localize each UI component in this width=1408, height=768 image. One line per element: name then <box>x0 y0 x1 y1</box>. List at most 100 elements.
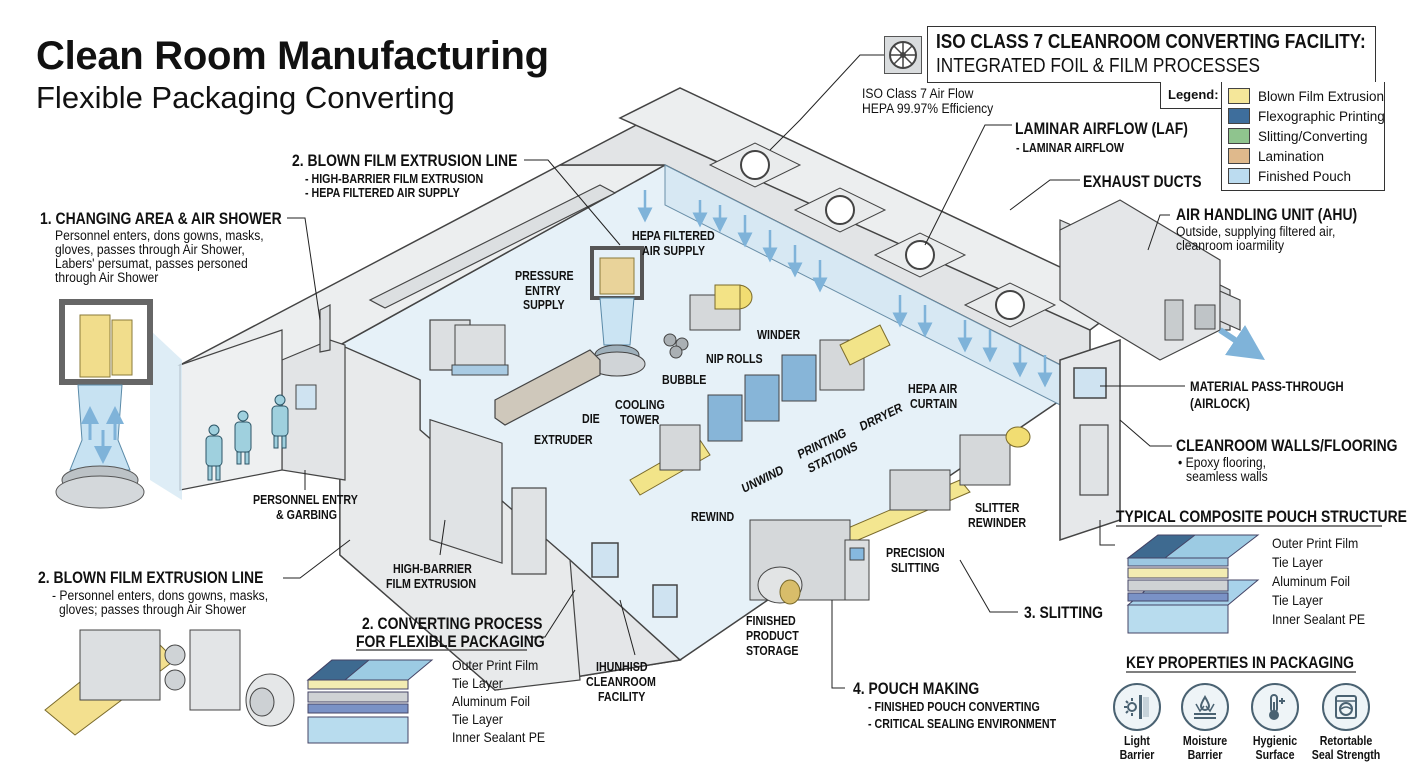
legend-item-label: Finished Pouch <box>1258 168 1352 184</box>
airflow-note-line1: ISO Class 7 Air Flow <box>862 86 974 101</box>
layer-label: Aluminum Foil <box>1272 573 1351 589</box>
airflow-note-line2: HEPA 99.97% Efficiency <box>862 101 994 116</box>
wall-door <box>511 487 547 575</box>
blown-film-bottom-title: 2. BLOWN FILM EXTRUSION LINE <box>38 568 264 587</box>
end-wall-door <box>1079 424 1109 496</box>
pass-through-window <box>1073 367 1107 399</box>
leader-lines <box>283 54 1185 689</box>
air-supply-band <box>451 364 509 376</box>
changing-line1: Personnel enters, dons gowns, masks, <box>55 228 264 243</box>
fan-icon <box>884 36 922 74</box>
blown-film-bottom-line1: - Personnel enters, dons gowns, masks, <box>52 588 269 603</box>
converting-line2: FOR FLEXIBLE PACKAGING <box>356 632 545 651</box>
property-label-line2: Barrier <box>1119 748 1155 762</box>
label-rewind: REWIND <box>691 509 735 524</box>
pass-through-line2: (AIRLOCK) <box>1190 395 1250 411</box>
key-properties-title: KEY PROPERTIES IN PACKAGING <box>1126 653 1354 672</box>
walls-line2: seamless walls <box>1186 469 1268 484</box>
layer-label: Tie Layer <box>1272 592 1323 608</box>
blown-film-top-line2: - HEPA FILTERED AIR SUPPLY <box>305 185 460 200</box>
layer-label: Inner Sealant PE <box>452 729 546 745</box>
blown-film-bottom-line2: gloves; passes through Air Shower <box>59 602 247 617</box>
ahu-title: AIR HANDLING UNIT (AHU) <box>1176 205 1358 224</box>
legend-swatch-tan <box>1228 148 1250 164</box>
layer-label: Outer Print Film <box>452 657 539 673</box>
legend-item-label: Lamination <box>1258 148 1325 164</box>
laf-sub: - LAMINAR AIRFLOW <box>1016 140 1124 155</box>
pouch-structure-layers: Outer Print Film Tie Layer Aluminum Foil… <box>1272 534 1365 629</box>
property-label-line2: Seal Strength <box>1311 748 1381 762</box>
label-personnel-2: & GARBING <box>276 507 338 522</box>
label-pressure-2: ENTRY <box>525 283 561 298</box>
legend-item: Blown Film Extrusion <box>1228 87 1384 105</box>
retort-machine-icon <box>1322 683 1370 731</box>
label-die: DIE <box>582 411 600 426</box>
property-label-line1: Retortable <box>1319 734 1373 748</box>
label-finished-facility-3: FACILITY <box>598 689 646 704</box>
converting-stack <box>306 659 434 744</box>
facility-subtitle: INTEGRATED FOIL & FILM PROCESSES <box>936 55 1260 77</box>
property-moisture-barrier: Moisture Barrier <box>1170 683 1240 762</box>
personnel-figures <box>205 394 289 481</box>
pouch-making-title: 4. POUCH MAKING <box>853 679 980 698</box>
label-storage-3: STORAGE <box>746 643 799 658</box>
label-hepa-supply-2: AIR SUPPLY <box>642 243 705 258</box>
layer-label: Tie Layer <box>452 675 503 691</box>
legend-item: Flexographic Printing <box>1228 107 1385 125</box>
label-personnel: PERSONNEL ENTRY <box>253 492 358 507</box>
property-label-line1: Hygienic <box>1252 734 1298 748</box>
downflow-arrows <box>637 190 1053 388</box>
legend-swatch-blue <box>1228 108 1250 124</box>
pouch-making-line2: - CRITICAL SEALING ENVIRONMENT <box>868 716 1057 731</box>
changing-area-title: 1. CHANGING AREA & AIR SHOWER <box>40 209 282 228</box>
converting-line1: 2. CONVERTING PROCESS <box>362 614 543 633</box>
legend-item: Finished Pouch <box>1228 167 1351 185</box>
label-high-barrier-2: FILM EXTRUSION <box>386 576 477 591</box>
legend-item-label: Blown Film Extrusion <box>1258 88 1385 104</box>
facility-title: ISO CLASS 7 CLEANROOM CONVERTING FACILIT… <box>936 31 1366 53</box>
sun-barrier-icon <box>1113 683 1161 731</box>
changing-line3: Labers' persumat, passes personed <box>55 256 248 271</box>
fan-filter-units <box>708 142 1057 328</box>
property-label-line1: Moisture <box>1182 734 1228 748</box>
page-title: Clean Room Manufacturing <box>36 34 549 78</box>
laf-title: LAMINAR AIRFLOW (LAF) <box>1015 119 1188 138</box>
ante-room-window <box>295 384 317 410</box>
layer-label: Inner Sealant PE <box>1272 611 1366 627</box>
ahu-line1: Outside, supplying filtered air, <box>1176 224 1336 239</box>
property-retortable-seal: Retortable Seal Strength <box>1311 683 1381 762</box>
walls-title: CLEANROOM WALLS/FLOORING <box>1176 436 1398 455</box>
blown-film-top-line1: - HIGH-BARRIER FILM EXTRUSION <box>305 171 484 186</box>
label-finished-facility-2: CLEANROOM <box>586 674 656 689</box>
property-hygienic-surface: Hygienic Surface <box>1240 683 1310 762</box>
legend-label-tab: Legend: <box>1160 82 1223 109</box>
pouch-making-line1: - FINISHED POUCH CONVERTING <box>868 699 1040 714</box>
thermometer-icon <box>1251 683 1299 731</box>
pouch-structure-title: TYPICAL COMPOSITE POUCH STRUCTURE <box>1116 507 1407 526</box>
label-cooling-2: TOWER <box>620 412 660 427</box>
legend-item: Slitting/Converting <box>1228 127 1368 145</box>
printing-press <box>629 324 891 496</box>
exhaust-title: EXHAUST DUCTS <box>1083 172 1202 191</box>
changing-line4: through Air Shower <box>55 270 159 285</box>
wall-window-1 <box>591 542 619 578</box>
legend-swatch-green <box>1228 128 1250 144</box>
label-bubble: BUBBLE <box>662 372 707 387</box>
page-subtitle: Flexible Packaging Converting <box>36 80 455 115</box>
legend-item: Lamination <box>1228 147 1324 165</box>
label-cooling: COOLING <box>615 397 665 412</box>
laminator-machine <box>44 629 295 736</box>
label-hepa-curtain: HEPA AIR <box>908 381 958 396</box>
legend-item-label: Flexographic Printing <box>1258 108 1385 124</box>
blown-film-top-title: 2. BLOWN FILM EXTRUSION LINE <box>292 151 518 170</box>
label-storage-2: PRODUCT <box>746 628 799 643</box>
label-pressure-3: SUPPLY <box>523 297 565 312</box>
layer-label: Tie Layer <box>1272 554 1323 570</box>
label-precision: PRECISION <box>886 545 945 560</box>
label-nip-rolls: NIP ROLLS <box>706 351 763 366</box>
winder <box>663 284 753 359</box>
legend-swatch-yellow <box>1228 88 1250 104</box>
property-label-line2: Surface <box>1255 748 1295 762</box>
extruder <box>494 349 601 426</box>
